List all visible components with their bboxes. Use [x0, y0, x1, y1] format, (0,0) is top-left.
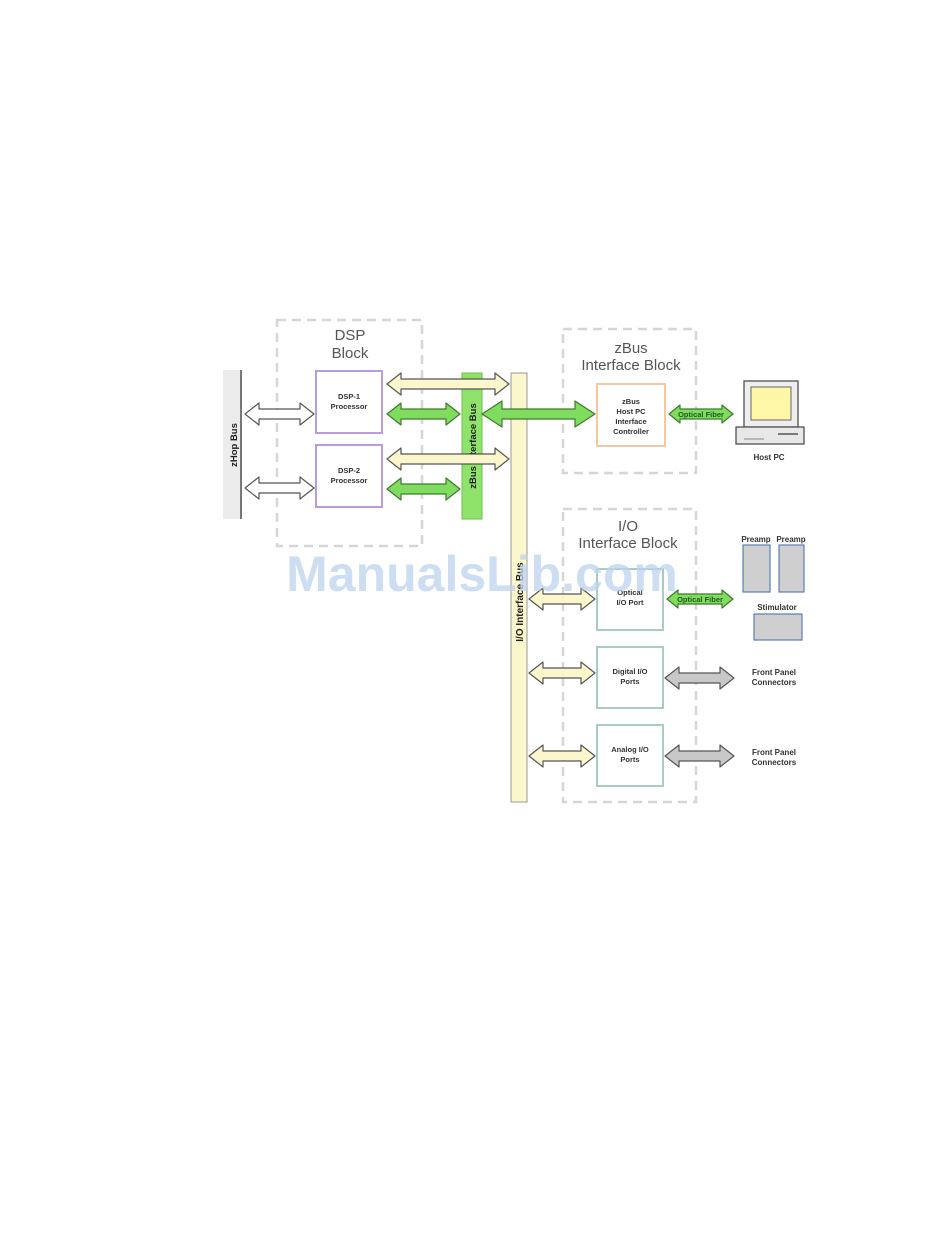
io-block-title: I/O [618, 518, 638, 535]
analog-io-ports: Analog I/O Ports [596, 724, 664, 787]
arrow-io-bus-analog-port [528, 744, 596, 768]
host-pc-icon [735, 380, 805, 445]
arrow-analog-front-panel [664, 744, 735, 768]
zhop-bus-label: zHop Bus [229, 423, 240, 467]
front-panel-connectors-digital: Front Panel [752, 668, 796, 677]
optical-io-port: Optical I/O Port [596, 568, 664, 631]
optical-fiber-host-link: Optical Fiber [668, 404, 734, 424]
io-interface-block-outline [561, 507, 698, 804]
arrow-zhop-dsp2 [244, 476, 315, 500]
front-panel-connectors-analog: Connectors [752, 758, 797, 767]
preamp-right-device [778, 544, 805, 593]
svg-text:DSP-1: DSP-1 [338, 392, 360, 401]
dsp-block-title: DSP [335, 327, 366, 344]
zbus-host-pc-interface-controller: zBus Host PC Interface Controller [596, 383, 666, 447]
svg-text:Optical Fiber: Optical Fiber [678, 410, 724, 419]
io-interface-bus-bar [510, 372, 528, 803]
arrow-io-bus-digital-port [528, 661, 596, 685]
zbus-interface-bus-label: zBus Interface Bus [468, 403, 479, 489]
svg-text:Analog I/O: Analog I/O [611, 745, 649, 754]
svg-text:Host PC: Host PC [616, 407, 646, 416]
svg-text:Interface: Interface [615, 417, 646, 426]
svg-text:Controller: Controller [613, 427, 649, 436]
arrow-dsp2-zbus [386, 477, 461, 501]
svg-text:zBus: zBus [622, 397, 640, 406]
arrow-digital-front-panel [664, 666, 735, 690]
svg-text:Processor: Processor [331, 476, 368, 485]
svg-text:Processor: Processor [331, 402, 368, 411]
arrow-zhop-dsp1 [244, 402, 315, 426]
preamp-left-label: Preamp [741, 535, 770, 544]
zbus-block-title: Interface Block [581, 357, 681, 374]
dsp2-processor: DSP-2 Processor [315, 444, 383, 508]
svg-text:Optical: Optical [617, 588, 642, 597]
arrow-dsp1-io-bus [386, 372, 510, 396]
optical-fiber-preamp-link: Optical Fiber [666, 589, 734, 609]
zbus-interface-bus-bar [461, 372, 483, 520]
dsp1-processor: DSP-1 Processor [315, 370, 383, 434]
svg-text:Ports: Ports [620, 677, 639, 686]
arrow-dsp2-io-bus [386, 447, 510, 471]
front-panel-connectors-analog: Front Panel [752, 748, 796, 757]
dsp-block-outline [275, 318, 424, 548]
svg-text:DSP-2: DSP-2 [338, 466, 360, 475]
svg-text:Ports: Ports [620, 755, 639, 764]
arrow-dsp1-zbus [386, 402, 461, 426]
arrow-zbus-controller [481, 400, 596, 428]
preamp-left-device [742, 544, 771, 593]
zbus-interface-block-outline [561, 327, 698, 475]
dsp-block-title: Block [332, 345, 369, 362]
svg-text:I/O Port: I/O Port [616, 598, 644, 607]
zhop-bus-bar [223, 370, 242, 519]
svg-text:Optical Fiber: Optical Fiber [677, 595, 723, 604]
stimulator-label: Stimulator [757, 603, 797, 612]
arrow-io-bus-optical-port [528, 587, 596, 611]
front-panel-connectors-digital: Connectors [752, 678, 797, 687]
stimulator-device [753, 613, 803, 641]
io-block-title: Interface Block [578, 535, 678, 552]
watermark-text: ManualsLib.com [286, 546, 678, 602]
svg-text:Digital I/O: Digital I/O [612, 667, 647, 676]
host-pc-label: Host PC [753, 453, 784, 462]
io-interface-bus-label: I/O Interface Bus [515, 562, 526, 642]
zbus-block-title: zBus [614, 340, 647, 357]
digital-io-ports: Digital I/O Ports [596, 646, 664, 709]
preamp-right-label: Preamp [776, 535, 805, 544]
